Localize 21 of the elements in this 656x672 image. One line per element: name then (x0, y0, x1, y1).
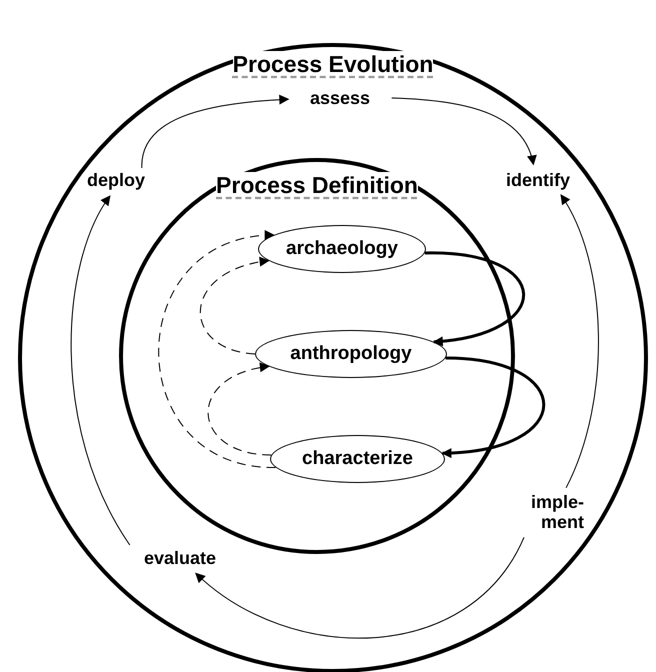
step-label: evaluate (136, 549, 224, 567)
ellipse-node: archaeology (258, 225, 426, 273)
outer-circle (18, 43, 648, 672)
ellipse-node: anthropology (255, 330, 447, 378)
step-label: identify (492, 168, 584, 192)
step-label: imple- ment (508, 490, 584, 534)
step-label: deploy (78, 168, 154, 192)
arrow (141, 94, 290, 168)
circle-heading: Process Definition (216, 172, 418, 198)
arrow (70, 195, 130, 546)
arrow (195, 536, 524, 638)
dashed-arrow (208, 363, 272, 456)
arrow (391, 98, 536, 166)
circle-heading: Process Evolution (232, 51, 434, 77)
dashed-arrow (200, 257, 270, 354)
dashed-arrow (158, 231, 276, 468)
step-label: assess (293, 86, 387, 110)
ellipse-node: characterize (270, 435, 445, 483)
arrow (441, 356, 546, 458)
arrow (560, 194, 599, 488)
arrow (424, 252, 525, 346)
